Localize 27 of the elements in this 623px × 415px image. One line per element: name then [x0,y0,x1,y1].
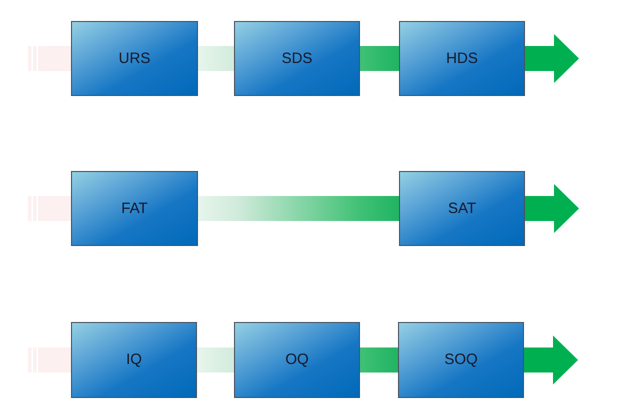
process-box [398,322,524,398]
flow-band [197,348,234,372]
flow-arrow [525,184,579,233]
process-box [399,171,525,246]
flow-band [28,196,71,221]
process-box [399,21,525,96]
flow-band [360,348,398,372]
flow-arrow [524,336,578,384]
box-label: HDS [446,50,478,68]
flow-band [28,46,71,71]
box-label: OQ [285,351,309,369]
box-label: URS [118,50,150,68]
box-label: SAT [448,200,476,218]
flow-band [198,196,399,221]
process-box [234,322,360,398]
flow-arrow [525,34,579,83]
process-box [71,322,197,398]
flow-band [360,46,399,71]
process-box [71,171,198,246]
flow-band [28,348,71,372]
process-box [71,21,198,96]
box-label: SDS [282,50,312,68]
box-label: IQ [126,351,142,369]
flow-band [198,46,234,71]
box-label: FAT [121,200,148,218]
process-box [234,21,360,96]
box-label: SOQ [444,351,478,369]
